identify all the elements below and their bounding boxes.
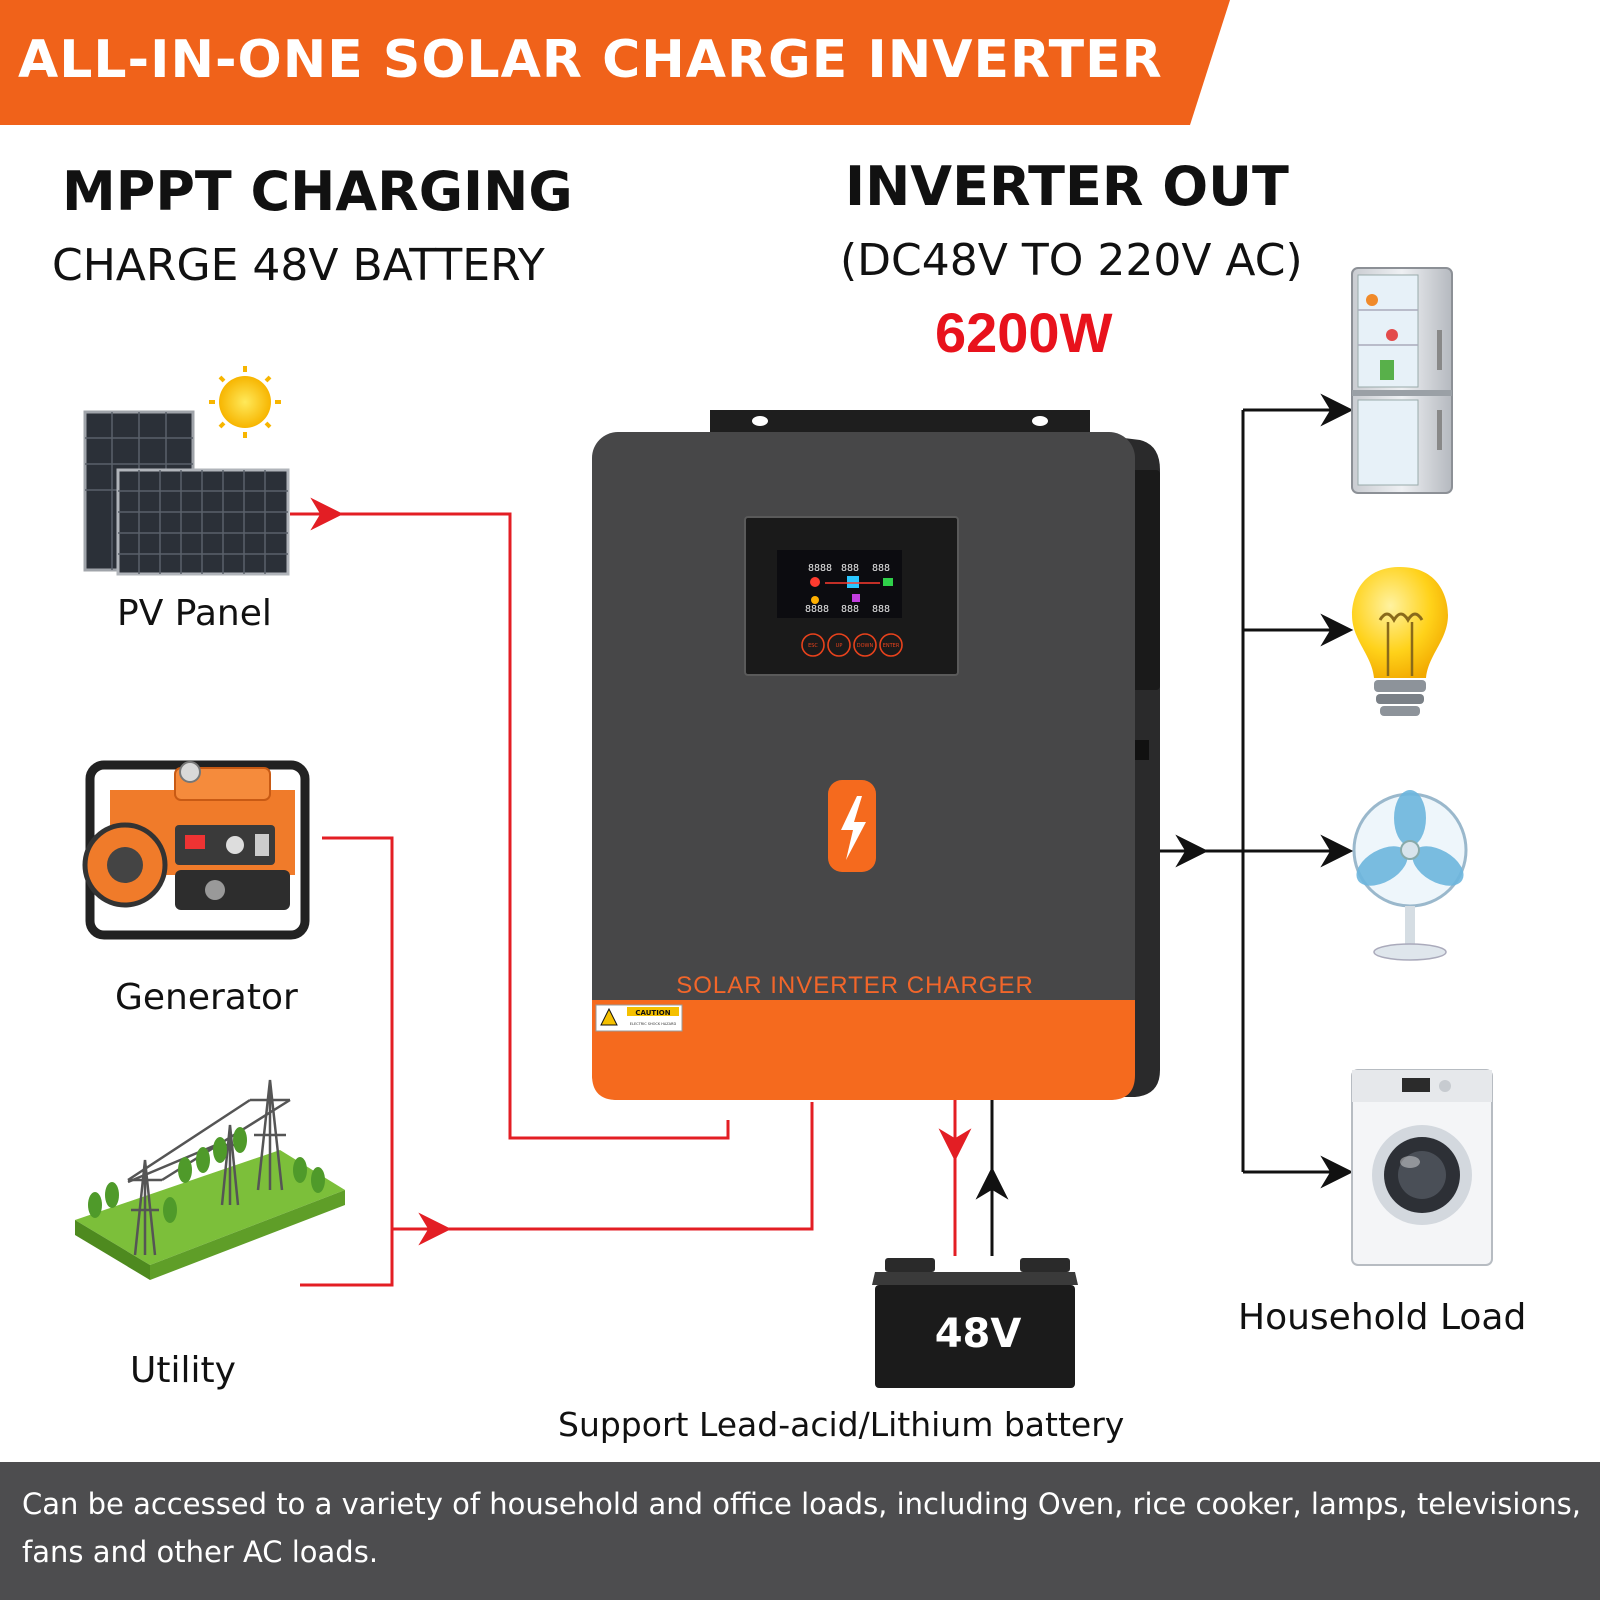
lightning-logo-icon [828, 780, 876, 872]
generator-wire [300, 836, 394, 1287]
page-title: ALL-IN-ONE SOLAR CHARGE INVERTER [18, 30, 1163, 90]
battery-icon: 48V [872, 1258, 1078, 1388]
inverter-unit: 8888 888 888 8888 888 888 ESC UP DOWN EN [592, 410, 1160, 1100]
lcd-readout-5: 888 [841, 604, 859, 615]
lcd-readout-1: 8888 [808, 563, 832, 574]
battery-label: 48V [935, 1311, 1022, 1357]
caution-sticker: CAUTION ELECTRIC SHOCK HAZARD [595, 1004, 683, 1032]
solar-panel-icon [83, 366, 290, 576]
lcd-screen: 8888 888 888 8888 888 888 ESC UP DOWN EN [744, 516, 959, 676]
lcd-readout-4: 8888 [805, 604, 829, 615]
refrigerator-icon [1351, 267, 1453, 494]
power-rating: 6200W [935, 301, 1113, 364]
inverter-out-heading: INVERTER OUT [845, 155, 1289, 218]
inverter-out-subheading: (DC48V TO 220V AC) [840, 235, 1303, 286]
inverter-panel-label: SOLAR INVERTER CHARGER [676, 972, 1034, 999]
sun-icon [209, 366, 281, 438]
lcd-readout-3: 888 [872, 563, 890, 574]
system-diagram: 8888 888 888 8888 888 888 ESC UP DOWN EN [75, 267, 1493, 1388]
mppt-heading: MPPT CHARGING [62, 160, 573, 223]
light-bulb-icon [1352, 567, 1448, 716]
down-button[interactable]: DOWN [857, 643, 874, 649]
lcd-readout-2: 888 [841, 563, 859, 574]
output-wires [975, 393, 1354, 1256]
input-wires [290, 497, 972, 1287]
caution-small-text: ELECTRIC SHOCK HAZARD [630, 1022, 677, 1026]
mppt-subheading: CHARGE 48V BATTERY [52, 240, 545, 291]
fan-icon [1352, 790, 1468, 961]
generator-icon [82, 760, 310, 940]
household-load-label: Household Load [1238, 1297, 1527, 1338]
washing-machine-icon [1351, 1069, 1493, 1266]
footer-bar: Can be accessed to a variety of househol… [0, 1462, 1600, 1600]
footer-text: Can be accessed to a variety of househol… [22, 1487, 1581, 1569]
title-banner [0, 0, 1230, 125]
enter-button[interactable]: ENTER [883, 643, 900, 649]
up-button[interactable]: UP [836, 643, 843, 649]
power-grid-icon [75, 1079, 345, 1280]
utility-label: Utility [130, 1350, 236, 1391]
esc-button[interactable]: ESC [808, 643, 818, 649]
pv-panel-label: PV Panel [117, 593, 272, 634]
banner-background [0, 0, 1230, 125]
lcd-readout-6: 888 [872, 604, 890, 615]
generator-label: Generator [115, 977, 298, 1018]
caution-label: CAUTION [635, 1009, 670, 1017]
battery-caption: Support Lead-acid/Lithium battery [558, 1405, 1125, 1444]
